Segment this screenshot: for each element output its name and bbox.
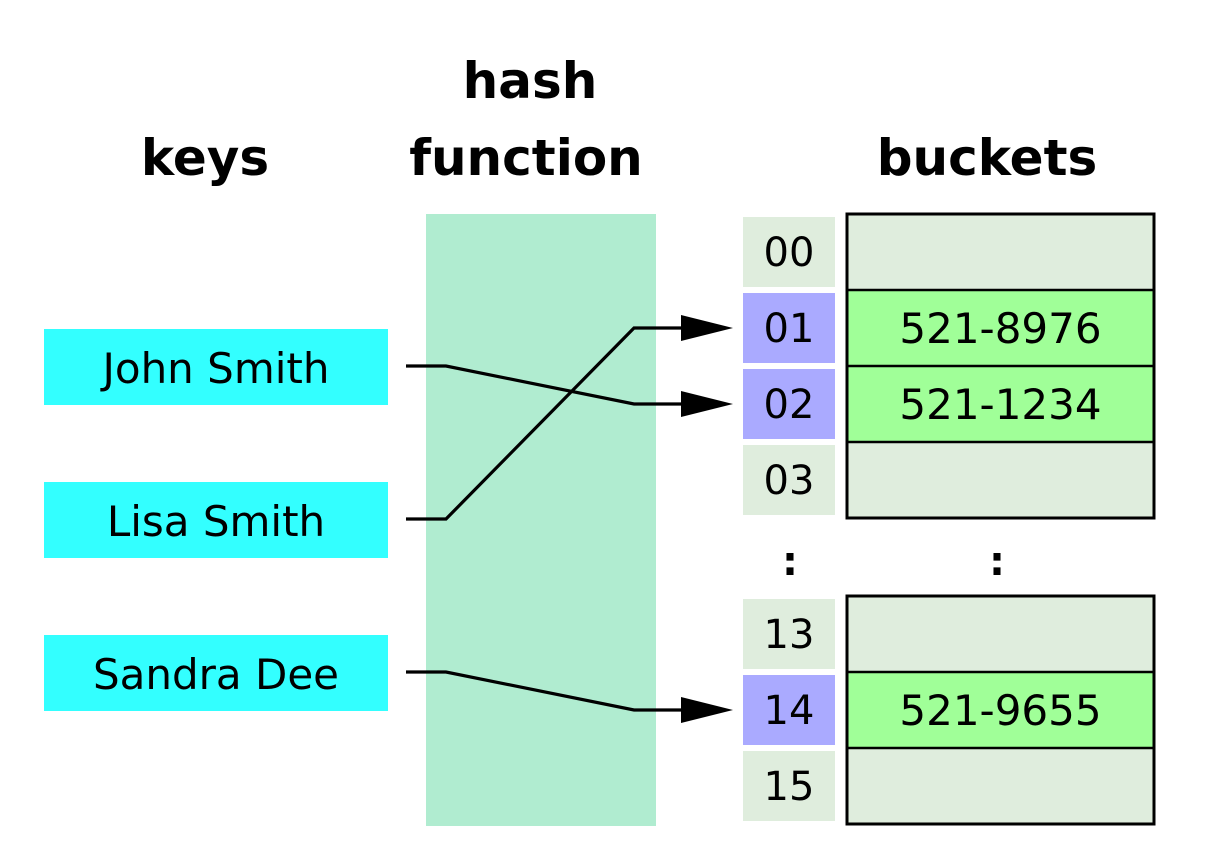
index-label: 01 bbox=[764, 306, 815, 352]
mapping-arrow bbox=[406, 670, 733, 723]
arrow-line bbox=[406, 670, 685, 712]
key-box bbox=[44, 329, 388, 405]
index-cell bbox=[743, 599, 835, 669]
index-cell bbox=[743, 369, 835, 439]
index-cell bbox=[743, 751, 835, 821]
bucket-group-border bbox=[845, 212, 1156, 520]
key-label: John Smith bbox=[99, 344, 329, 393]
key-box bbox=[44, 635, 388, 711]
keys-heading: keys bbox=[141, 129, 269, 187]
index-cell bbox=[743, 675, 835, 745]
bucket-value: 521-1234 bbox=[899, 380, 1101, 429]
index-ellipsis: : bbox=[782, 539, 798, 585]
bucket-value: 521-8976 bbox=[899, 304, 1101, 353]
arrow-head bbox=[681, 315, 733, 341]
buckets-heading: buckets bbox=[877, 129, 1098, 187]
hash-function-heading-line2: function bbox=[409, 129, 643, 187]
hash-mapping-arrows bbox=[406, 315, 733, 723]
hash-function-band bbox=[426, 214, 656, 826]
bucket-group: 13 14 521-9655 15 bbox=[743, 594, 1156, 826]
index-cell bbox=[743, 445, 835, 515]
arrow-head bbox=[681, 697, 733, 723]
bucket-cell bbox=[847, 672, 1154, 748]
index-cell bbox=[743, 293, 835, 363]
index-cell bbox=[743, 217, 835, 287]
bucket-cell bbox=[847, 748, 1154, 824]
index-label: 13 bbox=[764, 612, 815, 658]
key-label: Lisa Smith bbox=[107, 497, 325, 546]
key-item: John Smith bbox=[44, 329, 388, 405]
hash-function-heading-line1: hash bbox=[463, 52, 598, 110]
bucket-cell bbox=[847, 596, 1154, 672]
key-label: Sandra Dee bbox=[93, 650, 339, 699]
bucket-ellipsis: : bbox=[989, 539, 1005, 585]
index-label: 15 bbox=[764, 764, 815, 810]
bucket-cell bbox=[847, 366, 1154, 442]
index-label: 00 bbox=[764, 230, 815, 276]
bucket-cell bbox=[847, 214, 1154, 290]
mapping-arrow bbox=[406, 315, 733, 521]
bucket-group-border bbox=[845, 594, 1156, 826]
index-label: 03 bbox=[764, 458, 815, 504]
index-label: 14 bbox=[764, 688, 815, 734]
bucket-cell bbox=[847, 442, 1154, 518]
arrow-line bbox=[406, 364, 685, 406]
arrow-line bbox=[406, 326, 685, 521]
key-item: Sandra Dee bbox=[44, 635, 388, 711]
bucket-cell bbox=[847, 290, 1154, 366]
bucket-group: 00 01 521-8976 02 521-1234 03 bbox=[743, 212, 1156, 520]
buckets-column: 00 01 521-8976 02 521-1234 03 13 14 521-9655 15 bbox=[743, 212, 1156, 826]
key-box bbox=[44, 482, 388, 558]
arrow-head bbox=[681, 391, 733, 417]
bucket-value: 521-9655 bbox=[899, 686, 1101, 735]
mapping-arrow bbox=[406, 364, 733, 417]
key-item: Lisa Smith bbox=[44, 482, 388, 558]
index-label: 02 bbox=[764, 382, 815, 428]
